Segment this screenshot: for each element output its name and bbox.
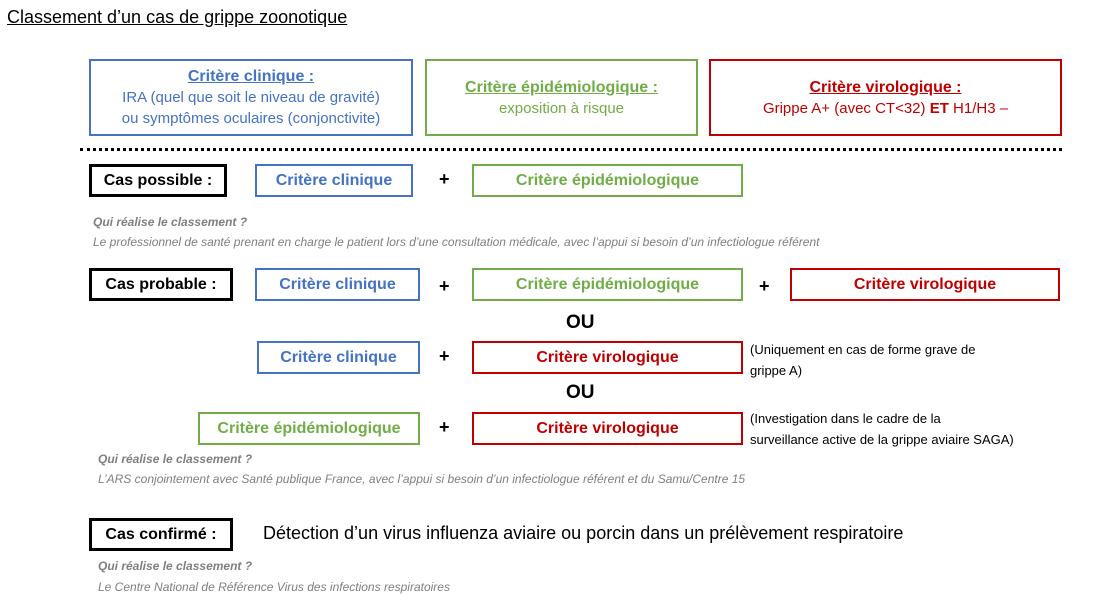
possible-who: Le professionnel de santé prenant en cha…	[93, 235, 820, 249]
cas-confirme-label: Cas confirmé :	[89, 518, 233, 551]
possible-epi: Critère épidémiologique	[472, 164, 743, 197]
page-title: Classement d’un cas de grippe zoonotique	[7, 7, 348, 27]
probable-clinique-1: Critère clinique	[255, 268, 420, 301]
criterion-clinical-heading: Critère clinique :	[187, 68, 315, 85]
criterion-viro-box: Critère virologique : Grippe A+ (avec CT…	[709, 59, 1062, 136]
viro-text-post: H1/H3 –	[948, 99, 1009, 117]
criterion-viro-heading: Critère virologique :	[809, 78, 962, 96]
note-line: surveillance active de la grippe aviaire…	[750, 432, 1014, 447]
probable-who-question: Qui réalise le classement ?	[98, 452, 253, 466]
plus-sign: +	[439, 417, 450, 437]
possible-who-question: Qui réalise le classement ?	[93, 215, 248, 229]
criterion-epi-box: Critère épidémiologique : exposition à r…	[425, 59, 698, 136]
plus-sign: +	[439, 169, 450, 189]
probable-viro-1: Critère virologique	[790, 268, 1060, 301]
possible-clinique: Critère clinique	[255, 164, 413, 197]
probable-epi-3: Critère épidémiologique	[198, 412, 420, 445]
note-forme-grave: (Uniquement en cas de forme grave de grip…	[750, 339, 975, 381]
plus-sign: +	[439, 276, 450, 296]
criterion-clinical-line1: IRA (quel que soit le niveau de gravité)	[122, 89, 380, 106]
confirme-who-question: Qui réalise le classement ?	[98, 559, 253, 573]
note-line: (Uniquement en cas de forme grave de	[750, 342, 976, 357]
viro-text-pre: Grippe A+ (avec CT<32)	[762, 99, 930, 117]
probable-viro-2: Critère virologique	[472, 341, 743, 374]
criterion-clinical-box: Critère clinique : IRA (quel que soit le…	[89, 59, 413, 136]
note-line: grippe A)	[750, 363, 803, 378]
confirme-text: Détection d’un virus influenza aviaire o…	[263, 523, 904, 543]
criterion-clinical-line2: ou symptômes oculaires (conjonctivite)	[121, 110, 381, 127]
viro-text-et: ET	[929, 99, 949, 117]
plus-sign: +	[439, 346, 450, 366]
confirme-who: Le Centre National de Référence Virus de…	[98, 580, 450, 594]
plus-sign: +	[759, 276, 770, 296]
note-saga: (Investigation dans le cadre de la survei…	[750, 408, 1014, 450]
dotted-divider	[80, 148, 1062, 151]
cas-probable-label: Cas probable :	[89, 268, 233, 301]
criterion-epi-heading: Critère épidémiologique :	[465, 78, 658, 96]
probable-clinique-2: Critère clinique	[257, 341, 420, 374]
ou-separator: OU	[566, 382, 595, 403]
note-line: (Investigation dans le cadre de la	[750, 411, 941, 426]
probable-who: L’ARS conjointement avec Santé publique …	[98, 472, 746, 486]
probable-epi-1: Critère épidémiologique	[472, 268, 743, 301]
ou-separator: OU	[566, 312, 595, 333]
cas-possible-label: Cas possible :	[89, 164, 227, 197]
probable-viro-3: Critère virologique	[472, 412, 743, 445]
criterion-epi-line1: exposition à risque	[498, 99, 625, 117]
criterion-viro-line1: Grippe A+ (avec CT<32) ET H1/H3 –	[763, 98, 1008, 119]
